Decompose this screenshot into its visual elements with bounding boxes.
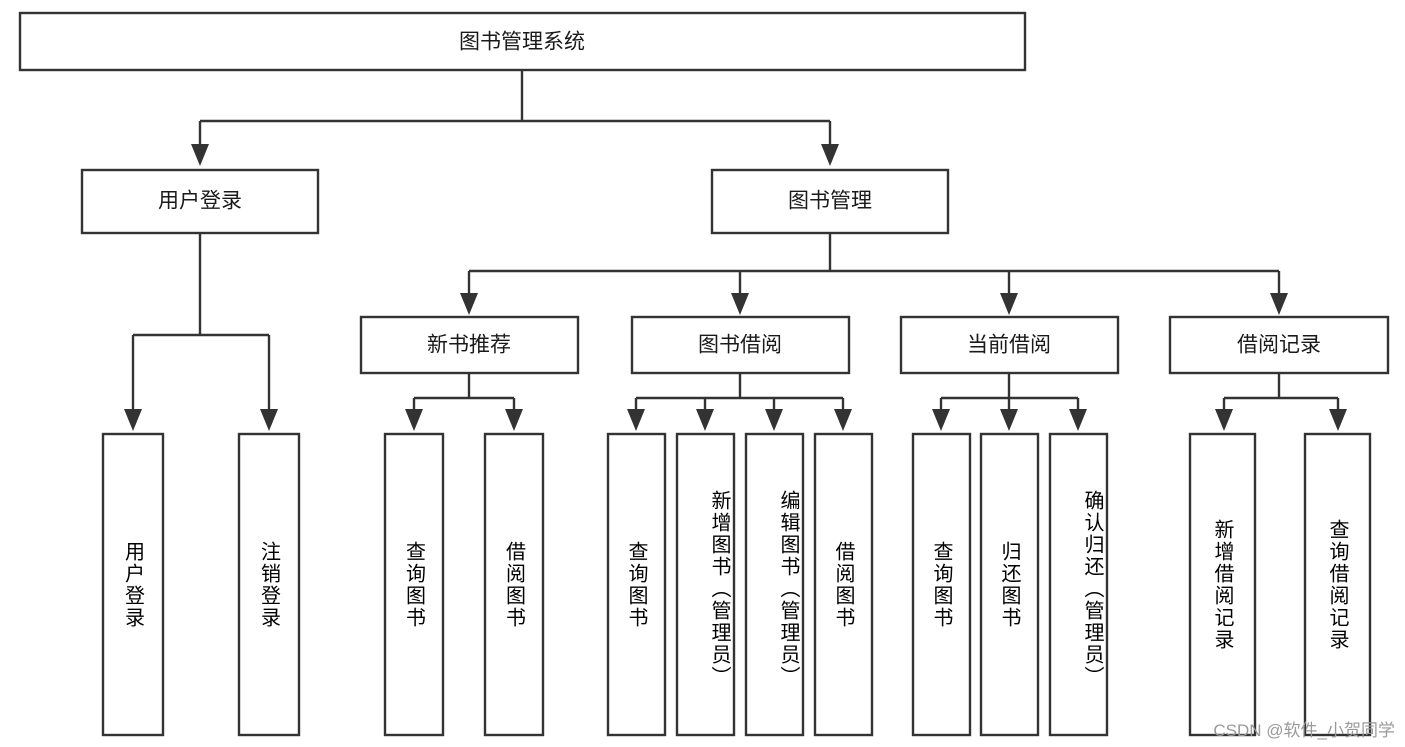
node-leaf-confirm-return-box[interactable] [1048,432,1109,737]
node-book-borrow[interactable]: 图书借阅 [630,315,851,375]
node-book-management[interactable]: 图书管理 [710,168,950,235]
node-book-borrow-box[interactable] [630,315,851,375]
connector-layer [131,70,1340,410]
arrowhead-leaf-add-record [1215,409,1233,431]
node-leaf-query-book-3-box[interactable] [911,432,972,737]
node-book-management-box[interactable] [710,168,950,235]
arrowhead-leaf-borrow-book-2 [834,409,852,431]
arrowhead-new-book-recommend [460,293,478,315]
node-new-book-recommend[interactable]: 新书推荐 [359,315,580,375]
node-current-borrow-label: 当前借阅 [967,334,1051,357]
node-leaf-user-login-box[interactable] [101,432,165,737]
node-leaf-borrow-book-2-box[interactable] [813,432,874,737]
arrowhead-leaf-query-book-3 [932,409,950,431]
arrowhead-leaf-query-record [1329,409,1347,431]
arrowhead-leaf-add-book [696,409,714,431]
arrowhead-current-borrow [1000,293,1018,315]
node-current-borrow-box[interactable] [899,315,1120,375]
node-book-management-label: 图书管理 [788,190,872,213]
node-borrow-record-label: 借阅记录 [1237,334,1321,357]
node-leaf-borrow-book-1-box[interactable] [483,432,545,737]
arrowhead-leaf-query-book-1 [405,409,423,431]
node-user-login-label: 用户登录 [158,190,242,213]
arrowhead-leaf-confirm-return [1069,409,1087,431]
arrowhead-user-login [191,144,209,166]
node-leaf-add-book-box[interactable] [675,432,736,737]
node-new-book-recommend-label: 新书推荐 [427,334,511,357]
arrowhead-borrow-record [1270,293,1288,315]
node-root-label: 图书管理系统 [459,31,585,54]
node-root-box[interactable] [18,11,1027,72]
node-current-borrow[interactable]: 当前借阅 [899,315,1120,375]
node-leaf-user-logout-box[interactable] [237,432,301,737]
arrowhead-leaf-return-book [1000,409,1018,431]
arrowhead-leaf-user-login [124,409,142,431]
node-leaf-query-book-1-box[interactable] [383,432,445,737]
node-leaf-query-book-2-box[interactable] [606,432,667,737]
arrowhead-book-management [821,144,839,166]
node-leaf-query-record-box[interactable] [1303,432,1372,737]
node-user-login-box[interactable] [80,168,320,235]
node-borrow-record[interactable]: 借阅记录 [1168,315,1390,375]
node-root[interactable]: 图书管理系统 [18,11,1027,72]
node-leaf-return-book-box[interactable] [979,432,1040,737]
node-borrow-record-box[interactable] [1168,315,1390,375]
node-book-borrow-label: 图书借阅 [698,334,782,357]
node-leaf-add-record-box[interactable] [1188,432,1257,737]
node-leaf-edit-book-box[interactable] [744,432,805,737]
node-new-book-recommend-box[interactable] [359,315,580,375]
node-user-login[interactable]: 用户登录 [80,168,320,235]
arrowhead-leaf-edit-book [765,409,783,431]
arrowhead-leaf-query-book-2 [627,409,645,431]
arrowhead-leaf-borrow-book-1 [505,409,523,431]
arrowhead-book-borrow [731,293,749,315]
arrowhead-leaf-user-logout [260,409,278,431]
watermark: CSDN @软件_小贺同学 [1213,721,1395,740]
